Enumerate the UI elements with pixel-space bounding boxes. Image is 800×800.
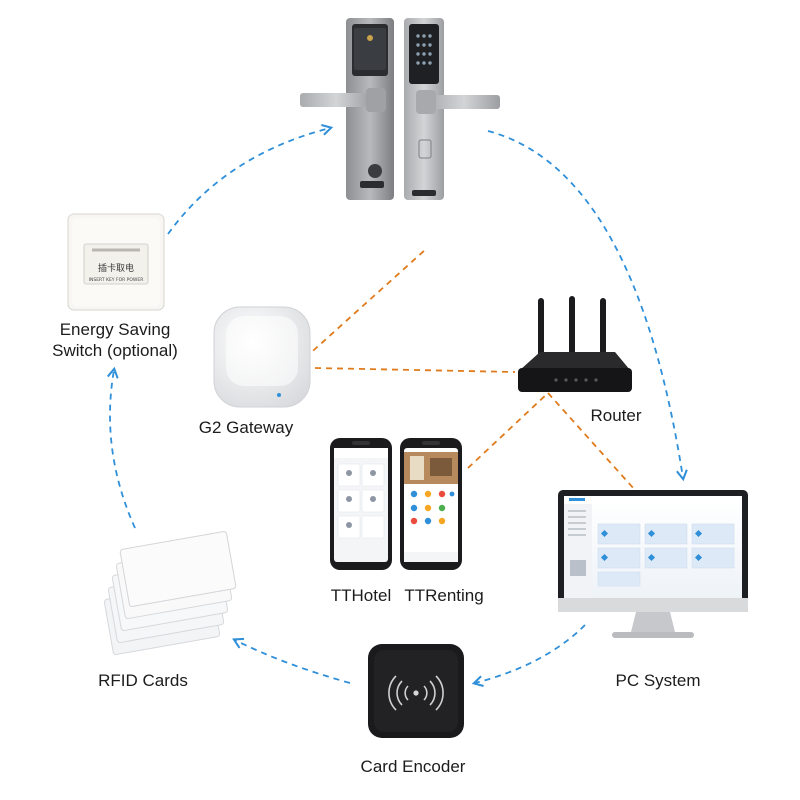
card-encoder-icon bbox=[368, 644, 464, 738]
gateway-icon bbox=[213, 306, 311, 408]
energy-switch-label: Energy Saving Switch (optional) bbox=[40, 319, 190, 361]
card-encoder-label: Card Encoder bbox=[360, 757, 466, 776]
router-icon bbox=[518, 296, 632, 392]
rfid-cards-label: RFID Cards bbox=[98, 671, 188, 690]
door-lock-icon bbox=[300, 18, 500, 200]
phone-icon bbox=[330, 438, 462, 570]
network-links bbox=[304, 249, 636, 491]
ttrenting-label: TTRenting bbox=[404, 586, 484, 605]
gateway-label: G2 Gateway bbox=[198, 418, 294, 437]
arrow-pc-to-encoder bbox=[471, 624, 586, 687]
switch-plate-text-cn: 插卡取电 bbox=[98, 262, 134, 274]
pc-monitor-icon bbox=[558, 490, 748, 638]
arrow-cards-to-switch bbox=[106, 366, 136, 529]
arrow-lock-to-pc bbox=[487, 130, 688, 482]
link-phones-router bbox=[467, 392, 549, 469]
rfid-cards-icon bbox=[103, 531, 237, 655]
link-gateway-router bbox=[314, 367, 516, 373]
switch-plate-text-en: INSERT KEY FOR POWER bbox=[89, 277, 144, 283]
arrow-switch-to-lock bbox=[167, 124, 334, 235]
energy-switch-icon: 插卡取电 INSERT KEY FOR POWER bbox=[67, 213, 165, 311]
router-label: Router bbox=[590, 406, 642, 425]
pc-system-label: PC System bbox=[615, 671, 701, 690]
energy-switch-label-line1: Energy Saving bbox=[59, 320, 171, 339]
tthotel-label: TTHotel bbox=[330, 586, 392, 605]
link-gateway-lock bbox=[304, 249, 426, 359]
card-flow-arrows bbox=[106, 124, 688, 687]
energy-switch-label-line2: Switch (optional) bbox=[52, 341, 178, 360]
arrow-encoder-to-cards bbox=[232, 637, 351, 684]
